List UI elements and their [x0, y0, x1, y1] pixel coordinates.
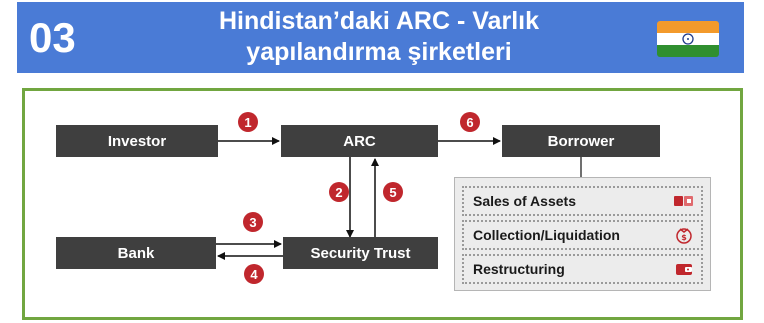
india-flag-icon — [657, 21, 719, 57]
step-badge-5: 5 — [383, 182, 403, 202]
page-title: Hindistan’daki ARC - Varlık yapılandırma… — [159, 6, 599, 68]
section-number: 03 — [29, 14, 76, 61]
step-badge-3: 3 — [243, 212, 263, 232]
option-sales-of-assets: Sales of Assets — [462, 186, 703, 216]
svg-text:$: $ — [681, 233, 687, 242]
page-title-line-1: Hindistan’daki ARC - Varlık — [219, 7, 539, 35]
step-badge-4: 4 — [244, 264, 264, 284]
option-restructuring: Restructuring — [462, 254, 703, 284]
node-security-trust: Security Trust — [283, 237, 438, 269]
title-banner: 03 Hindistan’daki ARC - Varlık yapılandı… — [17, 2, 744, 73]
option-label: Sales of Assets — [473, 193, 576, 209]
option-label: Restructuring — [473, 261, 565, 277]
wallet-icon — [673, 193, 695, 209]
node-arc: ARC — [281, 125, 438, 157]
node-investor: Investor — [56, 125, 218, 157]
step-badge-2: 2 — [329, 182, 349, 202]
money-bag-icon: $ — [673, 227, 695, 244]
resolution-options: Sales of Assets Collection/Liquidation $… — [454, 177, 711, 291]
step-badge-6: 6 — [460, 112, 480, 132]
node-bank: Bank — [56, 237, 216, 269]
step-badge-1: 1 — [238, 112, 258, 132]
option-label: Collection/Liquidation — [473, 227, 620, 243]
page-title-line-2: yapılandırma şirketleri — [246, 38, 512, 66]
option-collection-liquidation: Collection/Liquidation $ — [462, 220, 703, 250]
wallet-card-icon — [673, 261, 695, 277]
node-borrower: Borrower — [502, 125, 660, 157]
